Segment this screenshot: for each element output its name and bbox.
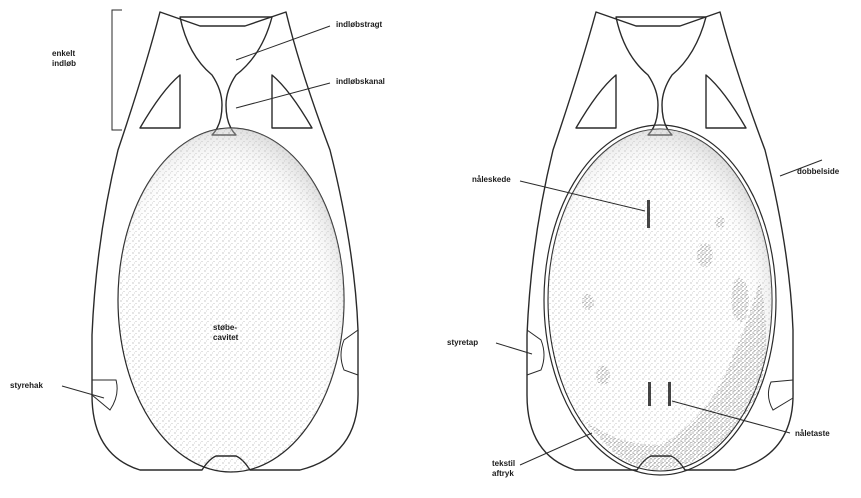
leader-tekstil xyxy=(520,433,592,465)
label-tekstil-1: tekstil xyxy=(492,459,515,468)
label-indlob: indløb xyxy=(52,59,76,68)
label-indlobskanal: indløbskanal xyxy=(336,77,385,86)
label-naleskede: nåleskede xyxy=(472,175,511,184)
left-guide-hook-right xyxy=(341,330,358,375)
right-guide-pin-right xyxy=(768,380,793,410)
left-sprue xyxy=(180,17,272,135)
label-styretap: styretap xyxy=(447,338,478,347)
label-stobecavitet-1: støbe- xyxy=(213,323,237,332)
needle-sheath-mark xyxy=(647,200,650,228)
label-dobbelside: dobbelside xyxy=(797,167,840,176)
left-guide-hook-left xyxy=(92,380,117,410)
label-naletaste: nåletaste xyxy=(795,429,830,438)
right-shoulder-right xyxy=(706,75,746,128)
single-inlet-bracket xyxy=(112,10,122,130)
left-shoulder-left xyxy=(140,75,180,128)
left-mould xyxy=(92,10,358,472)
label-tekstil-2: aftryk xyxy=(492,469,514,478)
needle-key-mark-2 xyxy=(668,382,671,406)
label-stobecavitet-2: cavitet xyxy=(213,333,239,342)
leader-styrehak xyxy=(62,386,104,398)
label-enkelt: enkelt xyxy=(52,49,75,58)
leader-indlobstragt xyxy=(236,26,330,60)
label-styrehak: styrehak xyxy=(10,381,43,390)
right-shoulder-left xyxy=(576,75,616,128)
needle-key-mark-1 xyxy=(648,382,651,406)
right-sprue xyxy=(616,17,706,135)
right-mould xyxy=(527,12,793,475)
right-guide-pin-left xyxy=(527,330,544,375)
label-indlobstragt: indløbstragt xyxy=(336,20,383,29)
